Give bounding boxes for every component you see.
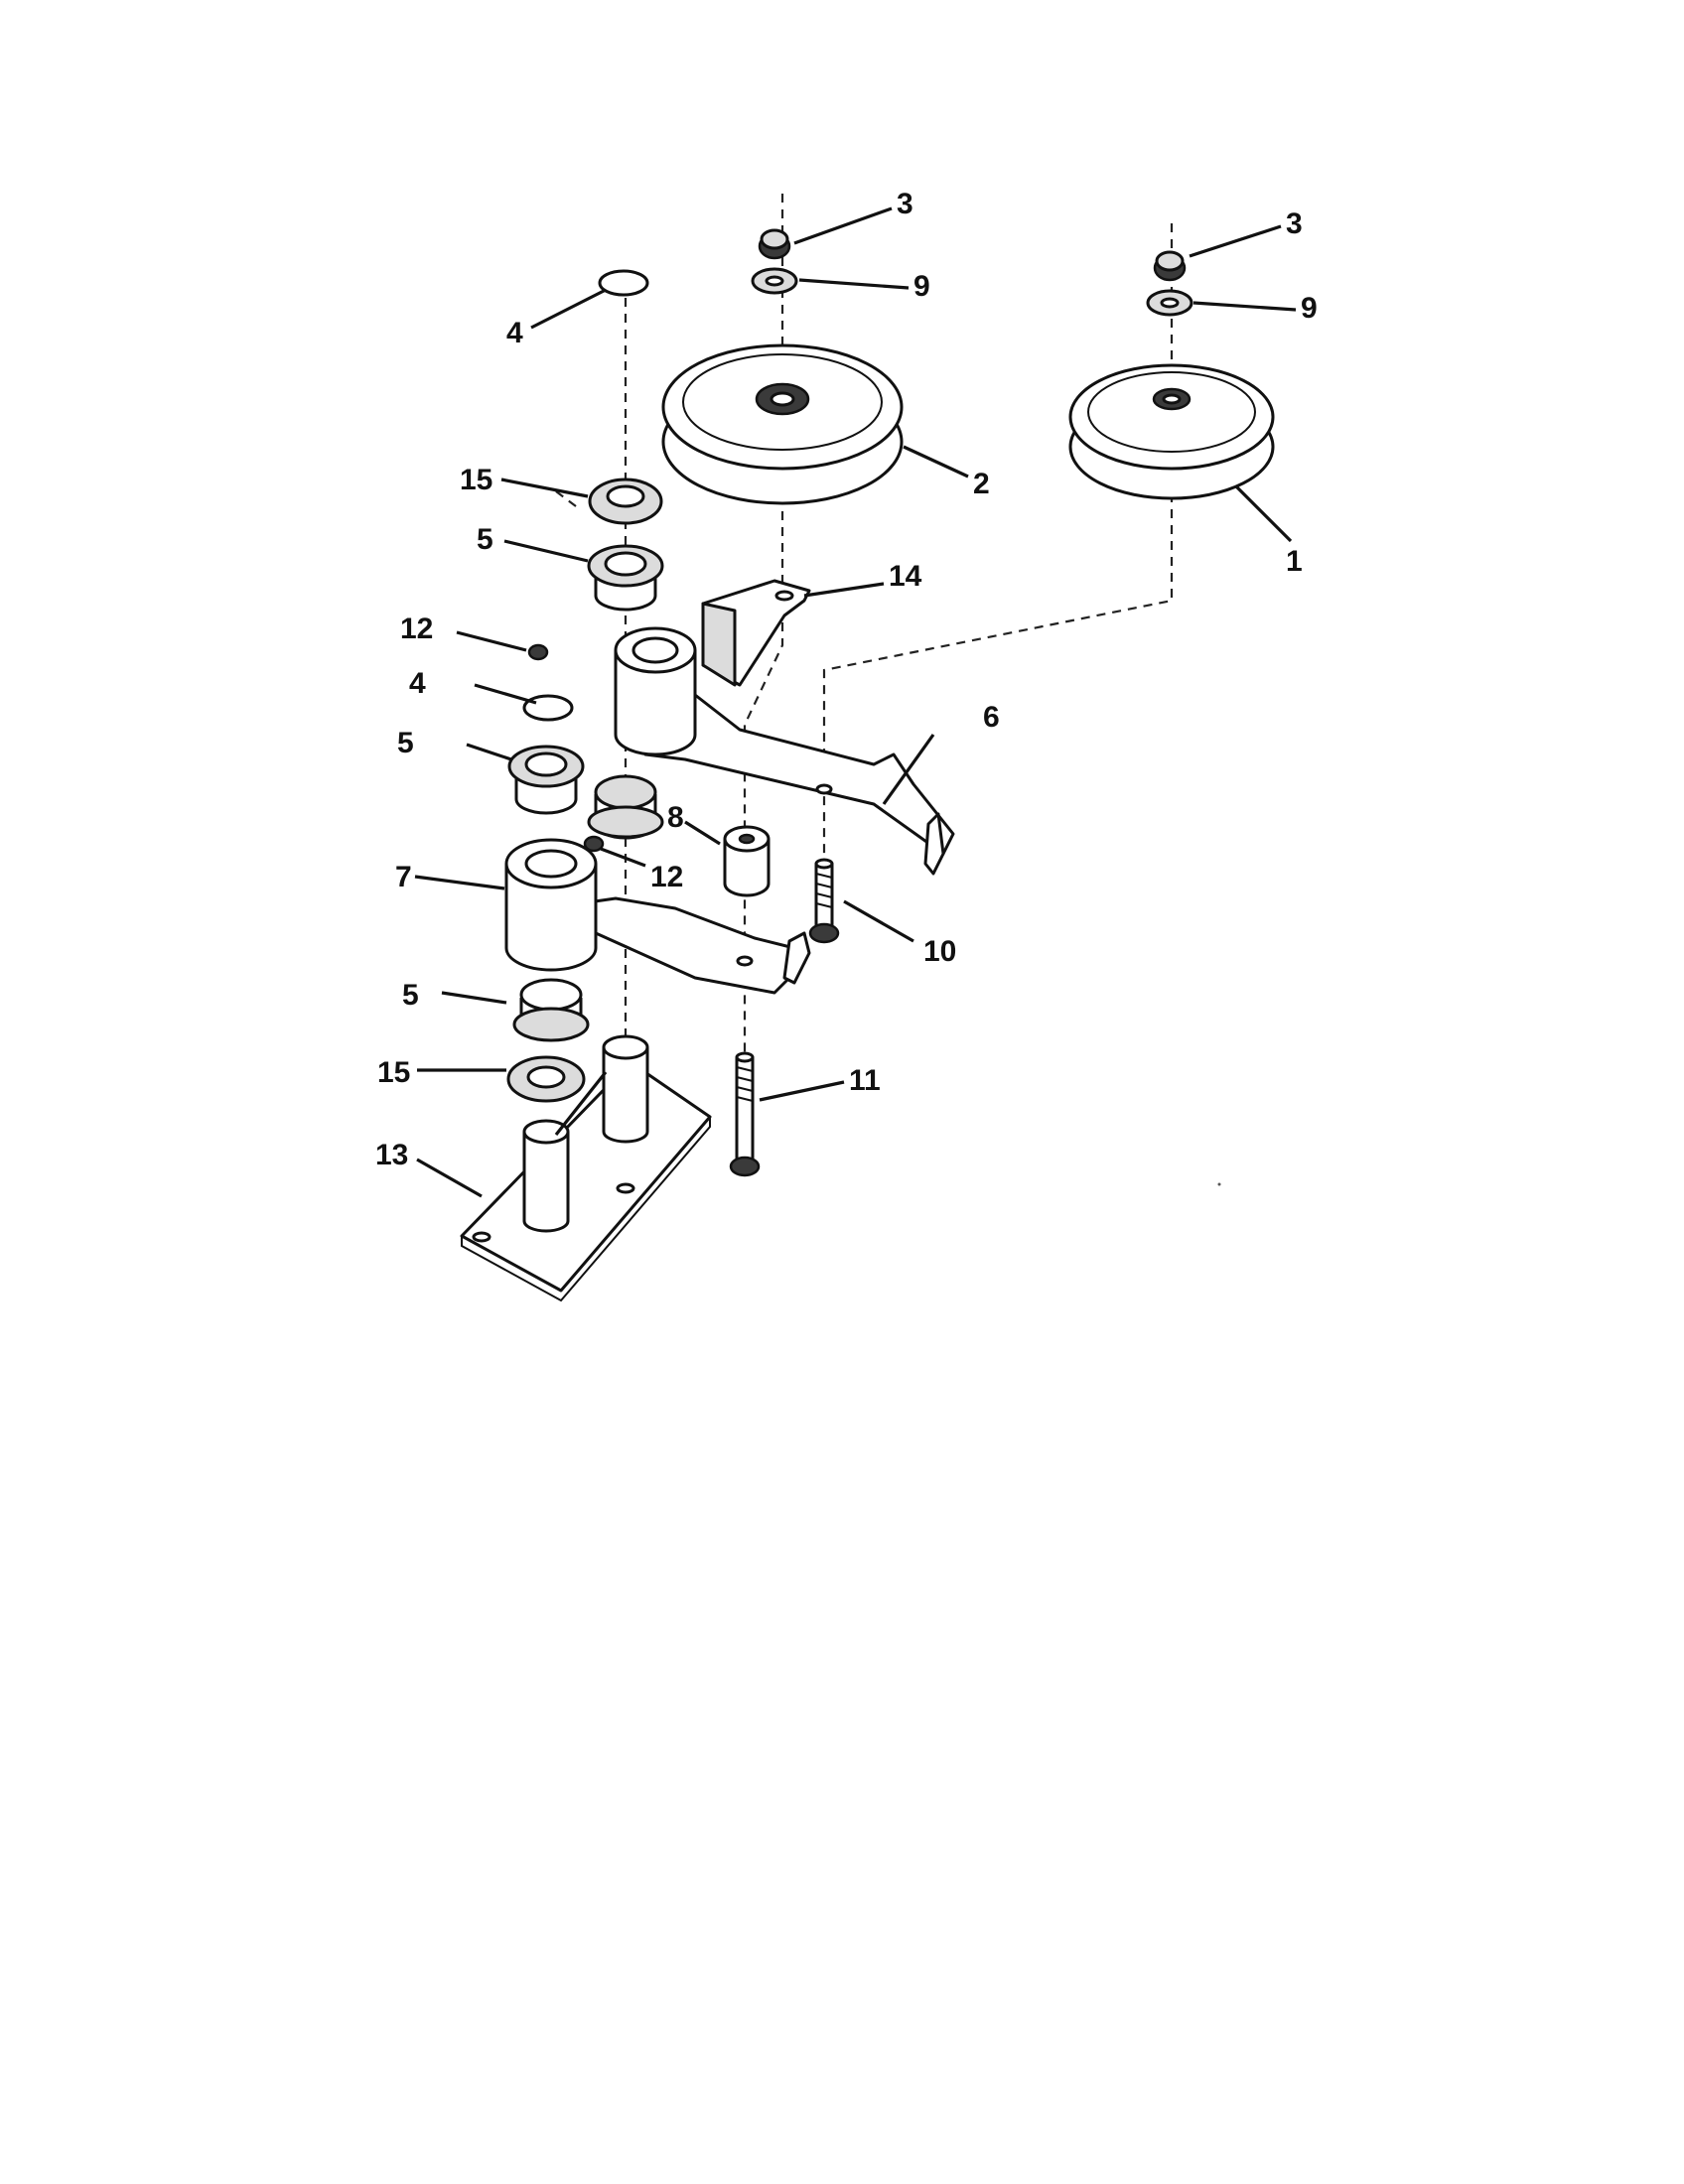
callout-labels: 3 9 3 9 2 1 4 15 5 14 12 4 5 6 8 7 12 10… [375, 188, 1318, 1171]
bolt-short[interactable] [808, 858, 840, 944]
belt-guide-bracket[interactable] [701, 579, 811, 687]
spacer-washer-bottom[interactable] [506, 1055, 586, 1103]
nut-right[interactable] [1153, 250, 1187, 282]
bolt-long[interactable] [729, 1051, 761, 1177]
bushing-bottom[interactable] [512, 978, 590, 1042]
retaining-ring-top[interactable] [598, 269, 649, 297]
stray-dot [1217, 1182, 1221, 1186]
spacer-sleeve[interactable] [723, 825, 771, 897]
pulley-small[interactable] [1068, 363, 1275, 500]
callout-6: 6 [983, 701, 1000, 734]
pulley-large[interactable] [661, 343, 904, 505]
callout-4-mid: 4 [409, 667, 426, 700]
grease-fitting-lower[interactable] [583, 835, 605, 853]
grease-fitting-top[interactable] [527, 643, 549, 661]
callout-5-top: 5 [477, 523, 493, 556]
callout-15-top: 15 [460, 464, 492, 496]
retaining-ring-mid[interactable] [522, 694, 574, 722]
callout-7: 7 [395, 861, 412, 893]
callout-9-center: 9 [913, 270, 930, 303]
callout-10: 10 [923, 935, 956, 968]
bushing-mid[interactable] [507, 745, 585, 815]
idler-arm-upper[interactable] [614, 626, 955, 876]
callout-2: 2 [973, 468, 990, 500]
callout-12-top: 12 [400, 613, 433, 645]
callout-3-center: 3 [897, 188, 913, 220]
callout-13: 13 [375, 1139, 408, 1171]
callout-11: 11 [849, 1064, 881, 1097]
callout-5-mid: 5 [397, 727, 414, 759]
callout-14: 14 [889, 560, 922, 593]
mounting-plate[interactable] [460, 1034, 712, 1302]
callout-1: 1 [1286, 545, 1303, 578]
callout-9-right: 9 [1301, 292, 1318, 325]
washer-right[interactable] [1146, 289, 1193, 317]
callout-4-top: 4 [506, 317, 523, 349]
callout-5-bottom: 5 [402, 979, 419, 1012]
leader-lines [414, 206, 1297, 1198]
washer-center[interactable] [751, 267, 798, 295]
bushing-under-arm[interactable] [587, 774, 664, 840]
callout-8: 8 [667, 801, 684, 834]
bushing-top[interactable] [587, 544, 664, 612]
spacer-washer-top[interactable] [588, 478, 663, 525]
callout-12-lower: 12 [650, 861, 683, 893]
callout-3-right: 3 [1286, 207, 1303, 240]
nut-center[interactable] [758, 228, 791, 260]
idler-arm-lower[interactable] [504, 838, 811, 995]
callout-15-bottom: 15 [377, 1056, 410, 1089]
